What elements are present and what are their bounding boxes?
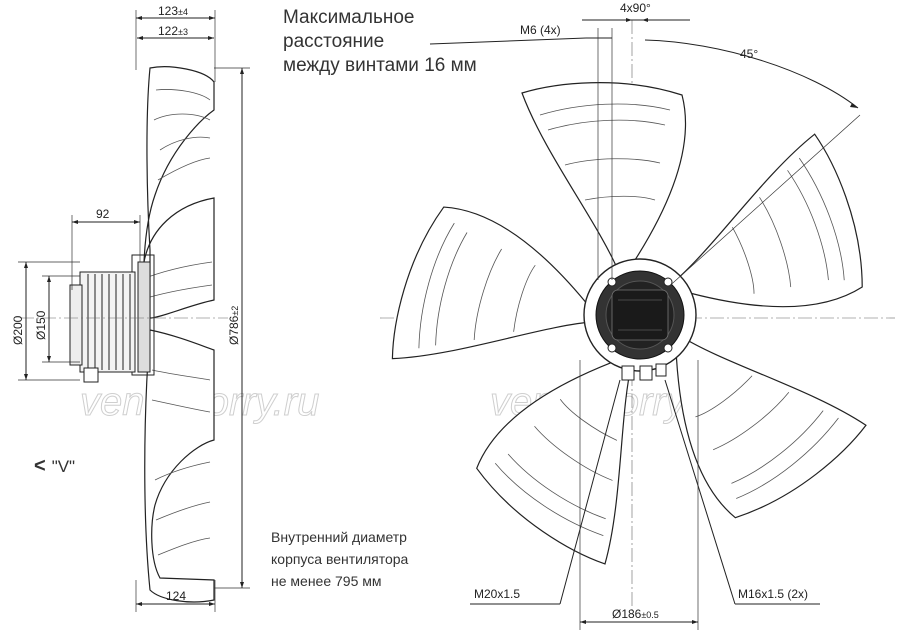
note-screw-spacing: Максимальное расстояние между винтами 16… [283,7,477,76]
blade-5 [391,206,597,360]
side-view: 123±4 122±3 92 124 Ø200 Ø150 Ø786±2 [11,4,250,612]
dim-diam-150: Ø150 [34,310,48,340]
front-view: M6 (4x) 4x90° 45° M20x1.5 M16x1.5 (2x) Ø… [380,1,895,630]
view-label: <"V" [34,455,76,477]
dim-cable-m16: M16x1.5 (2x) [738,587,808,601]
dim-hub-186: Ø186±0.5 [612,607,659,621]
blade-3 [675,334,867,519]
view-arrow-icon: < [34,455,46,477]
note-housing-diameter: Внутренний диаметр корпуса вентилятора н… [271,529,409,589]
blade-2 [670,133,863,308]
dim-base-width: 124 [166,589,186,603]
dim-angle-4x90: 4x90° [620,1,651,15]
blade-1 [521,82,686,277]
dim-diam-786: Ø786±2 [227,306,241,345]
dim-cable-m20: M20x1.5 [474,587,520,601]
dim-diam-200: Ø200 [11,315,25,345]
dim-screw-m6: M6 (4x) [520,23,561,37]
motor-cooling-fins [87,274,131,370]
blade-4 [476,358,634,565]
svg-text:123±4: 123±4 [158,4,188,18]
dim-angle-45: 45° [740,47,758,61]
svg-text:122±3: 122±3 [158,24,188,38]
dim-motor-offset: 92 [96,207,110,221]
